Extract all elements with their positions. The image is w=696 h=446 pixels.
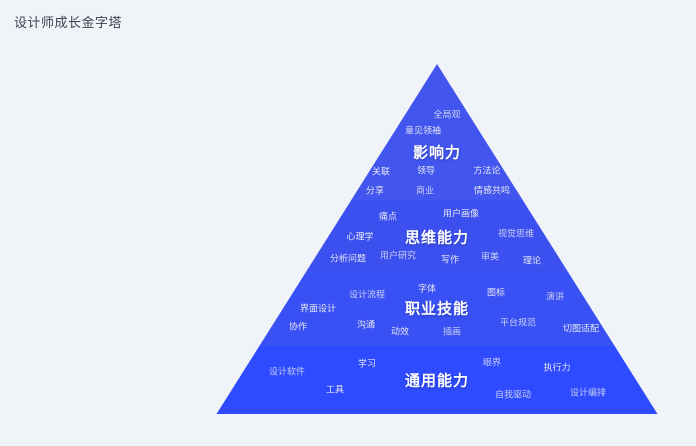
pyramid-keyword: 图标 bbox=[486, 287, 506, 298]
pyramid-tier-label-3: 职业技能 bbox=[404, 300, 470, 318]
pyramid-keyword: 演讲 bbox=[545, 291, 565, 302]
pyramid-keyword: 界面设计 bbox=[299, 303, 337, 314]
pyramid-keyword: 切图适配 bbox=[562, 323, 600, 334]
pyramid-keyword: 分析问题 bbox=[329, 253, 367, 264]
pyramid-tier-label-2: 思维能力 bbox=[404, 229, 470, 247]
pyramid-keyword: 工具 bbox=[325, 384, 345, 395]
pyramid-keyword: 用户画像 bbox=[442, 208, 480, 219]
pyramid-keyword: 审美 bbox=[480, 251, 500, 262]
pyramid-keyword: 领导 bbox=[416, 165, 436, 176]
pyramid-keyword: 写作 bbox=[440, 254, 460, 265]
pyramid-keyword: 方法论 bbox=[473, 165, 501, 176]
pyramid-keyword: 平台规范 bbox=[499, 317, 537, 328]
page-title: 设计师成长金字塔 bbox=[14, 15, 123, 30]
pyramid-keyword: 学习 bbox=[357, 358, 377, 369]
pyramid-keyword: 情感共鸣 bbox=[473, 185, 511, 196]
pyramid-keyword: 心理学 bbox=[346, 231, 374, 242]
pyramid-keyword: 关联 bbox=[371, 166, 391, 177]
pyramid-keyword: 设计流程 bbox=[348, 289, 386, 300]
pyramid-keyword: 理论 bbox=[522, 255, 542, 266]
pyramid-keyword: 痛点 bbox=[378, 211, 398, 222]
pyramid-keyword: 协作 bbox=[288, 321, 308, 332]
pyramid-keyword: 设计编排 bbox=[569, 387, 607, 398]
pyramid-keyword: 眼界 bbox=[482, 357, 502, 368]
pyramid-tier-label-4: 通用能力 bbox=[404, 372, 470, 390]
pyramid-keyword: 分享 bbox=[365, 185, 385, 196]
pyramid-keyword: 商业 bbox=[415, 185, 435, 196]
pyramid-keyword: 沟通 bbox=[356, 319, 376, 330]
pyramid-keyword: 视觉思维 bbox=[497, 228, 535, 239]
pyramid-keyword: 执行力 bbox=[543, 362, 571, 373]
pyramid-keyword: 全局观 bbox=[433, 109, 461, 120]
pyramid-tier-label-1: 影响力 bbox=[412, 144, 462, 162]
pyramid-keyword: 字体 bbox=[417, 283, 437, 294]
pyramid-keyword: 自我驱动 bbox=[494, 389, 532, 400]
pyramid-keyword: 意见领袖 bbox=[404, 125, 442, 136]
pyramid-keyword: 插画 bbox=[442, 326, 462, 337]
pyramid-keyword: 用户研究 bbox=[379, 250, 417, 261]
pyramid-keyword: 动效 bbox=[390, 326, 410, 337]
pyramid-keyword: 设计软件 bbox=[268, 366, 306, 377]
